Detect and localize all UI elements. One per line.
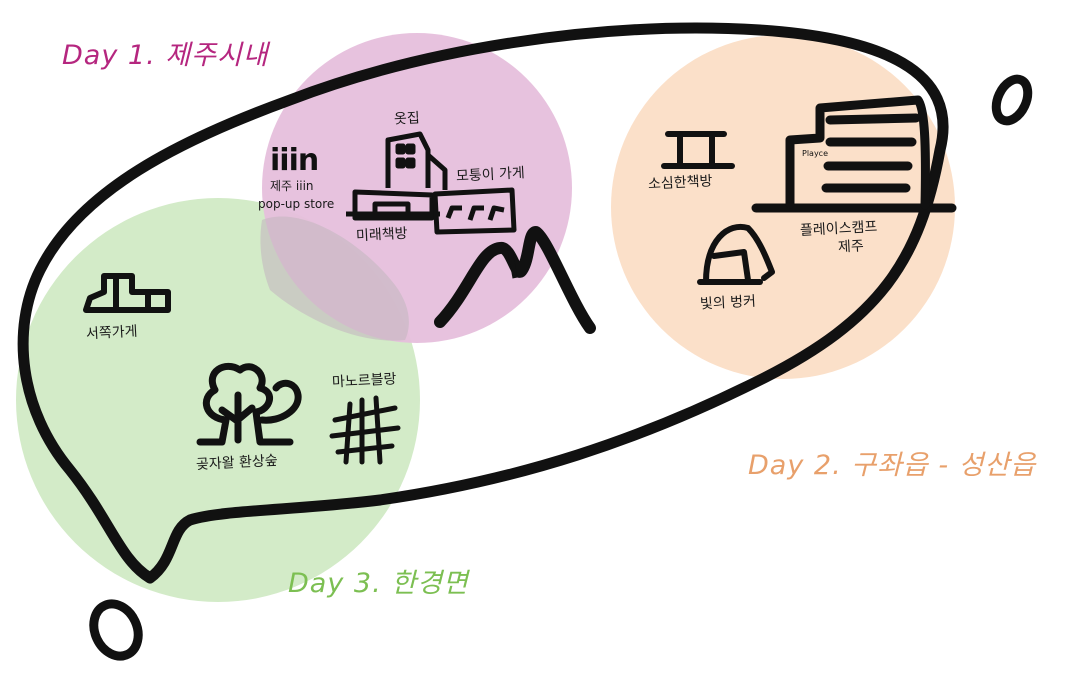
mirae-label: 미래책방 xyxy=(355,225,408,245)
shop-icon xyxy=(83,273,171,313)
gotjawal-label: 곶자왈 환상숲 xyxy=(195,452,279,474)
bunker-icon xyxy=(697,223,775,285)
sosim-label: 소심한책방 xyxy=(647,173,713,193)
shop-icon xyxy=(432,187,517,235)
shop-icon xyxy=(346,189,440,221)
modungi-label: 모퉁이 가게 xyxy=(455,165,526,185)
speech-bubble-outline xyxy=(17,22,949,584)
otjip-label: 옷집 xyxy=(393,110,421,128)
tree-icon xyxy=(196,362,302,446)
playce-label-line2: 제주 xyxy=(837,238,865,256)
seojjok-label: 서쪽가게 xyxy=(85,323,138,343)
bitui-label: 빛의 벙커 xyxy=(699,293,757,313)
dot-bottom-left xyxy=(89,599,143,661)
iiin-logo: iiin xyxy=(270,143,319,178)
shrub-icon xyxy=(329,395,401,465)
mountain-icon xyxy=(434,226,596,334)
dot-top-right xyxy=(991,74,1033,126)
playce-label-line1: 플레이스캠프 xyxy=(799,218,878,240)
mountain-crack xyxy=(507,249,518,279)
manoreu-label: 마노르블랑 xyxy=(331,371,397,391)
building-icon xyxy=(385,131,448,190)
building-icon xyxy=(751,95,957,213)
iiin-label-line2: pop-up store xyxy=(258,197,335,211)
day1-title: Day 1. 제주시내 xyxy=(62,40,269,71)
day2-title: Day 2. 구좌읍 - 성산읍 xyxy=(748,450,1037,481)
overlap-region xyxy=(260,216,409,341)
shop-icon xyxy=(661,131,735,169)
day3-title: Day 3. 한경면 xyxy=(288,568,469,599)
playce-sign: Playce xyxy=(802,149,829,158)
iiin-label-line1: 제주 iiin xyxy=(270,179,314,193)
